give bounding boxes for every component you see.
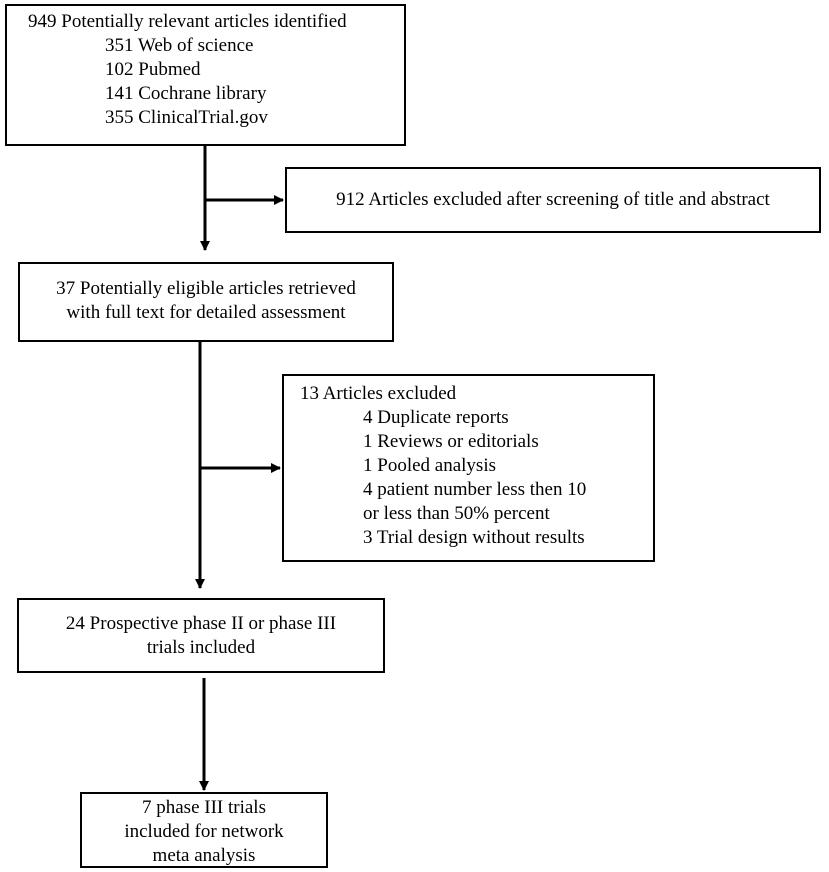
- source-clinicaltrials: 355 ClinicalTrial.gov: [105, 107, 268, 128]
- eligible-line-2: with full text for detailed assessment: [66, 302, 346, 323]
- phase3-line-3: meta analysis: [152, 845, 256, 866]
- source-web-of-science: 351 Web of science: [105, 35, 254, 56]
- eligible-line-1: 37 Potentially eligible articles retriev…: [56, 278, 356, 299]
- source-list: 351 Web of science 102 Pubmed 141 Cochra…: [28, 34, 404, 130]
- excluded-full-box: 13 Articles excluded 4 Duplicate reports…: [282, 374, 655, 562]
- reason-pooled: 1 Pooled analysis: [363, 455, 496, 476]
- reason-patient-number: 4 patient number less then 10: [363, 479, 587, 500]
- reason-reviews: 1 Reviews or editorials: [363, 431, 539, 452]
- prospective-line-2: trials included: [146, 637, 256, 658]
- phase3-line-2: included for network: [124, 821, 284, 842]
- prospective-line-1: 24 Prospective phase II or phase III: [65, 613, 337, 634]
- reason-percent: or less than 50% percent: [363, 503, 550, 524]
- excluded-screening-text: 912 Articles excluded after screening of…: [336, 189, 770, 210]
- phase3-line-1: 7 phase III trials: [142, 797, 266, 818]
- phase3-box: 7 phase III trials included for network …: [80, 792, 328, 868]
- identified-title: 949 Potentially relevant articles identi…: [28, 11, 347, 32]
- eligible-box: 37 Potentially eligible articles retriev…: [18, 262, 394, 342]
- source-cochrane: 141 Cochrane library: [105, 83, 267, 104]
- source-pubmed: 102 Pubmed: [105, 59, 201, 80]
- reason-duplicate: 4 Duplicate reports: [363, 407, 509, 428]
- identified-box: 949 Potentially relevant articles identi…: [5, 4, 406, 146]
- exclusion-reasons: 4 Duplicate reports 1 Reviews or editori…: [300, 406, 653, 550]
- excluded-full-title: 13 Articles excluded: [300, 383, 457, 404]
- excluded-screening-box: 912 Articles excluded after screening of…: [285, 167, 821, 233]
- prospective-box: 24 Prospective phase II or phase III tri…: [17, 598, 385, 673]
- reason-trial-design: 3 Trial design without results: [363, 527, 585, 548]
